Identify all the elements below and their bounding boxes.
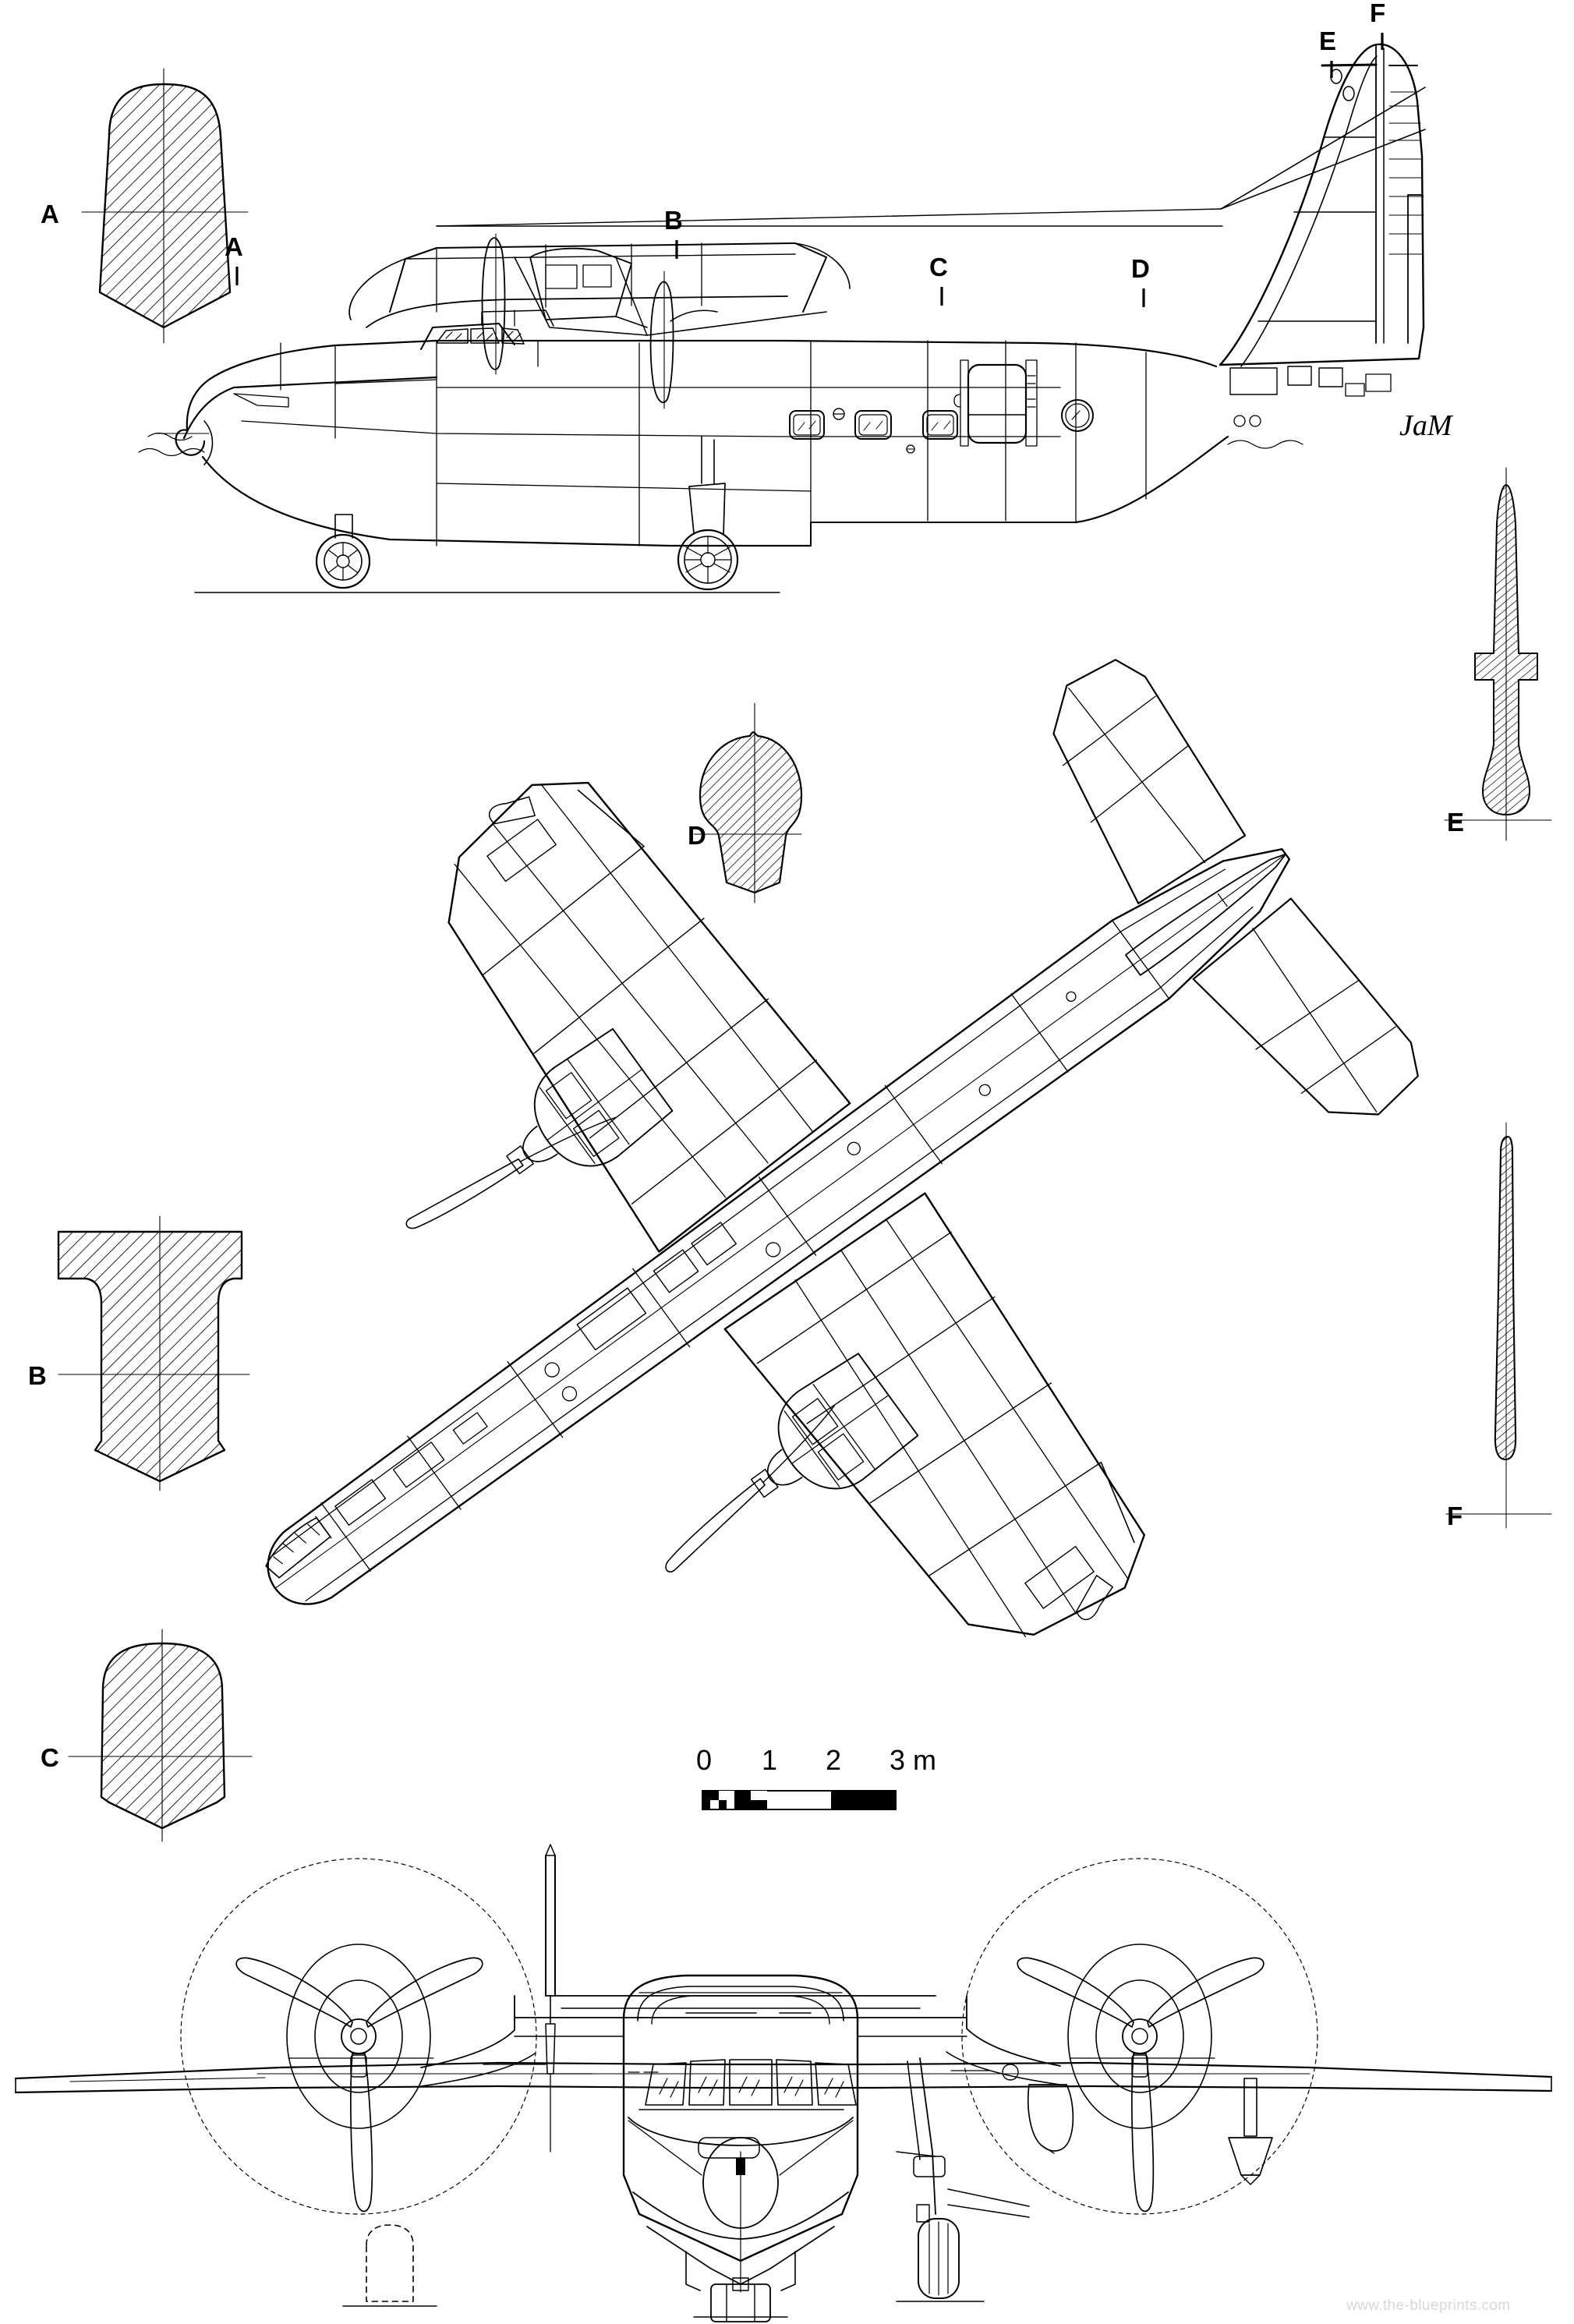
cross-section-A bbox=[81, 68, 249, 344]
propeller-starboard bbox=[961, 1858, 1318, 2215]
wing-float-starboard bbox=[1228, 2078, 1273, 2185]
cabin-windows bbox=[789, 410, 958, 440]
engine-nacelle-side bbox=[529, 247, 718, 328]
scale-bar-segment bbox=[702, 1791, 711, 1809]
cross-section-label-F: F bbox=[1447, 1502, 1463, 1530]
cross-section-D bbox=[693, 702, 803, 904]
scale-bar-subtick bbox=[718, 1791, 735, 1800]
cross-section-C bbox=[68, 1629, 253, 1842]
cross-section-label-D: D bbox=[688, 821, 707, 850]
side-view bbox=[138, 43, 1426, 593]
scale-label-2: 2 bbox=[826, 1744, 842, 1776]
cross-section-label-C: C bbox=[41, 1743, 60, 1772]
scale-bar-subticks bbox=[702, 1791, 767, 1800]
scale-bar-subtick bbox=[751, 1791, 767, 1800]
section-callout-F: F bbox=[1370, 0, 1386, 27]
propeller-port bbox=[180, 1858, 537, 2215]
section-callout-C: C bbox=[929, 253, 949, 281]
scale-label-0: 0 bbox=[696, 1744, 713, 1776]
front-view bbox=[14, 1844, 1553, 2322]
plan-view bbox=[265, 659, 1419, 1638]
section-callout-E: E bbox=[1319, 27, 1337, 55]
scale-label-1: 1 bbox=[762, 1744, 778, 1776]
scale-bar-segment bbox=[718, 1791, 727, 1809]
scale-bar-subtick bbox=[702, 1791, 719, 1800]
section-callout-B: B bbox=[664, 206, 684, 235]
cabin-door bbox=[953, 359, 1038, 447]
artist-signature: JaM bbox=[1399, 409, 1452, 442]
cockpit-windows-front bbox=[645, 2059, 857, 2106]
landing-gear-side bbox=[315, 436, 739, 591]
section-callout-ticks bbox=[235, 33, 1384, 307]
scale-bar-subtick bbox=[734, 1791, 752, 1800]
cross-section-E bbox=[1444, 467, 1552, 841]
main-gear-front bbox=[896, 2057, 1030, 2299]
scale-bar-segment bbox=[766, 1791, 832, 1809]
site-watermark: www.the-blueprints.com bbox=[1346, 2297, 1511, 2314]
cross-section-label-A: A bbox=[41, 200, 60, 228]
scale-bar bbox=[702, 1790, 897, 1810]
cross-section-label-B: B bbox=[28, 1361, 48, 1390]
wing-float-port bbox=[1027, 2084, 1074, 2154]
cross-section-F bbox=[1445, 1122, 1552, 1529]
section-callout-D: D bbox=[1131, 254, 1151, 283]
cross-section-label-E: E bbox=[1447, 808, 1465, 837]
scale-label-3m: 3 m bbox=[890, 1744, 937, 1776]
scale-bar-segment bbox=[831, 1791, 896, 1809]
cross-section-B bbox=[57, 1215, 250, 1491]
section-callout-A: A bbox=[225, 232, 244, 261]
